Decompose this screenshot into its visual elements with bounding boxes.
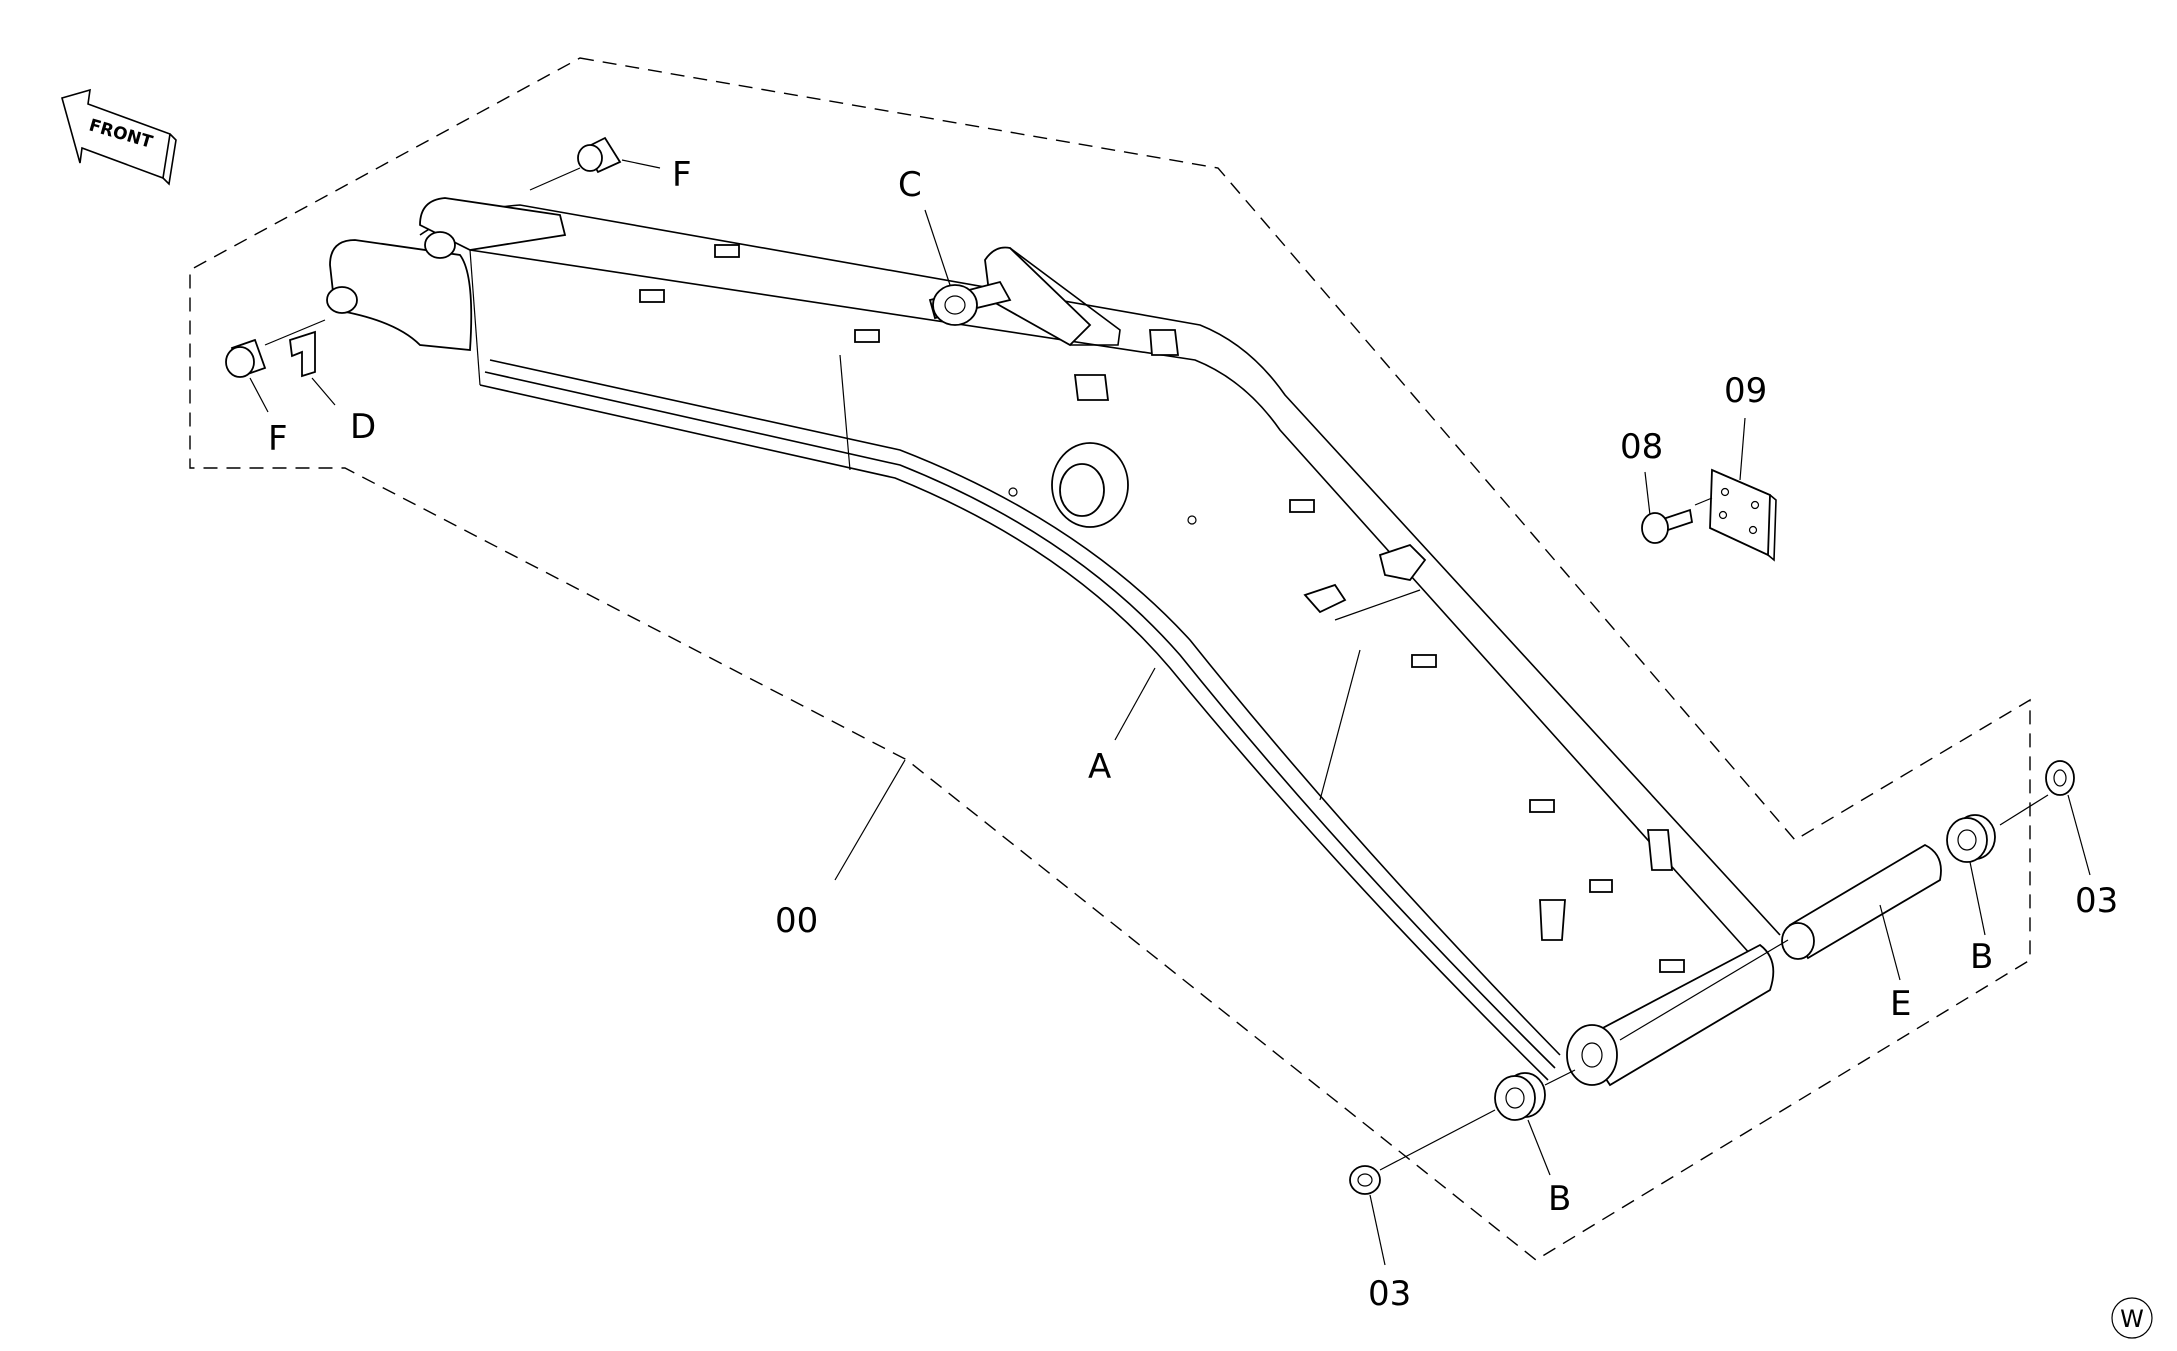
label-A: A: [1088, 747, 1111, 787]
seal-B-right: [1946, 794, 2049, 936]
label-03-right: 03: [2075, 881, 2118, 921]
leader-00: [834, 759, 906, 881]
leader-C: [924, 209, 951, 286]
leader-A: [1114, 667, 1156, 741]
bushing-F-top: [529, 136, 661, 191]
label-08: 08: [1620, 427, 1663, 467]
label-B-left: B: [1548, 1179, 1571, 1219]
plate-09: [1694, 417, 1777, 562]
bushing-F-left: [225, 319, 326, 413]
label-B-right: B: [1970, 937, 1993, 977]
clip-D: [289, 330, 336, 406]
seal-B-left: [1379, 1069, 1576, 1176]
front-arrow-label: FRONT: [87, 116, 155, 153]
label-C: C: [898, 165, 922, 205]
pin-E: [1619, 843, 1942, 1041]
label-E: E: [1890, 984, 1911, 1024]
label-03-left: 03: [1368, 1274, 1411, 1314]
label-D: D: [350, 407, 376, 447]
label-F-top: F: [672, 155, 692, 195]
label-00: 00: [775, 901, 818, 941]
corner-mark: W: [2111, 1297, 2153, 1339]
washer-03-right: [2045, 760, 2091, 876]
corner-mark-letter: W: [2120, 1305, 2144, 1333]
label-F-left: F: [268, 419, 288, 459]
label-09: 09: [1724, 371, 1767, 411]
front-arrow: FRONT: [61, 88, 177, 186]
washer-03-left: [1349, 1165, 1386, 1266]
boom-body: [326, 197, 1781, 1087]
bolt-08: [1641, 471, 1694, 544]
assembly-boundary: [189, 57, 2031, 1261]
